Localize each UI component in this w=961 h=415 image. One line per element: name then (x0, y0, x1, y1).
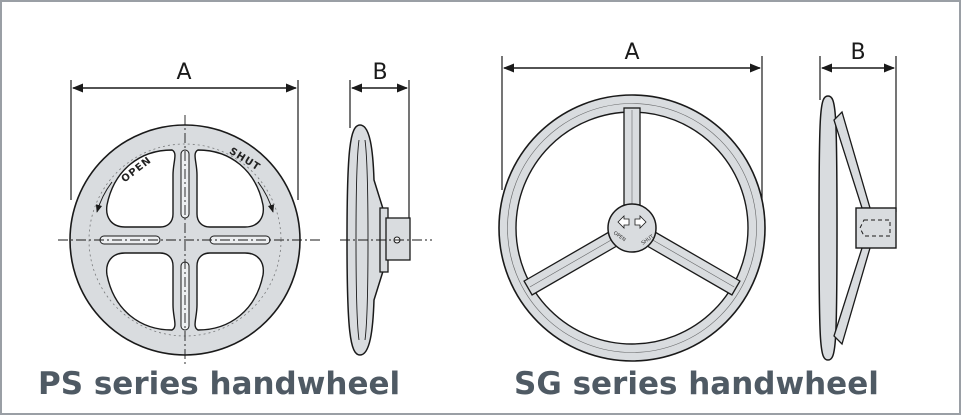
ps-window-bottom-right (194, 252, 265, 331)
sg-hub (607, 203, 657, 253)
ps-window-top-left (105, 149, 176, 228)
sg-front-view (498, 56, 766, 362)
ps-front-view (58, 80, 320, 365)
sg-dimension-a-label: A (624, 40, 640, 65)
sg-rim-profile (818, 95, 838, 361)
ps-caption: PS series handwheel (38, 366, 401, 402)
sg-open-arrow-icon (617, 215, 630, 229)
sg-shut-arrow-icon (634, 215, 647, 229)
ps-dimension-b-label: B (372, 60, 388, 85)
sg-side-view (818, 56, 897, 361)
sg-hub-block (855, 207, 897, 249)
ps-window-bottom-left (105, 252, 176, 331)
sg-caption: SG series handwheel (514, 366, 879, 402)
ps-window-top-right (194, 149, 265, 228)
sg-dimension-b-label: B (850, 40, 866, 65)
ps-dimension-a-label: A (176, 60, 192, 85)
ps-side-view (340, 80, 432, 356)
